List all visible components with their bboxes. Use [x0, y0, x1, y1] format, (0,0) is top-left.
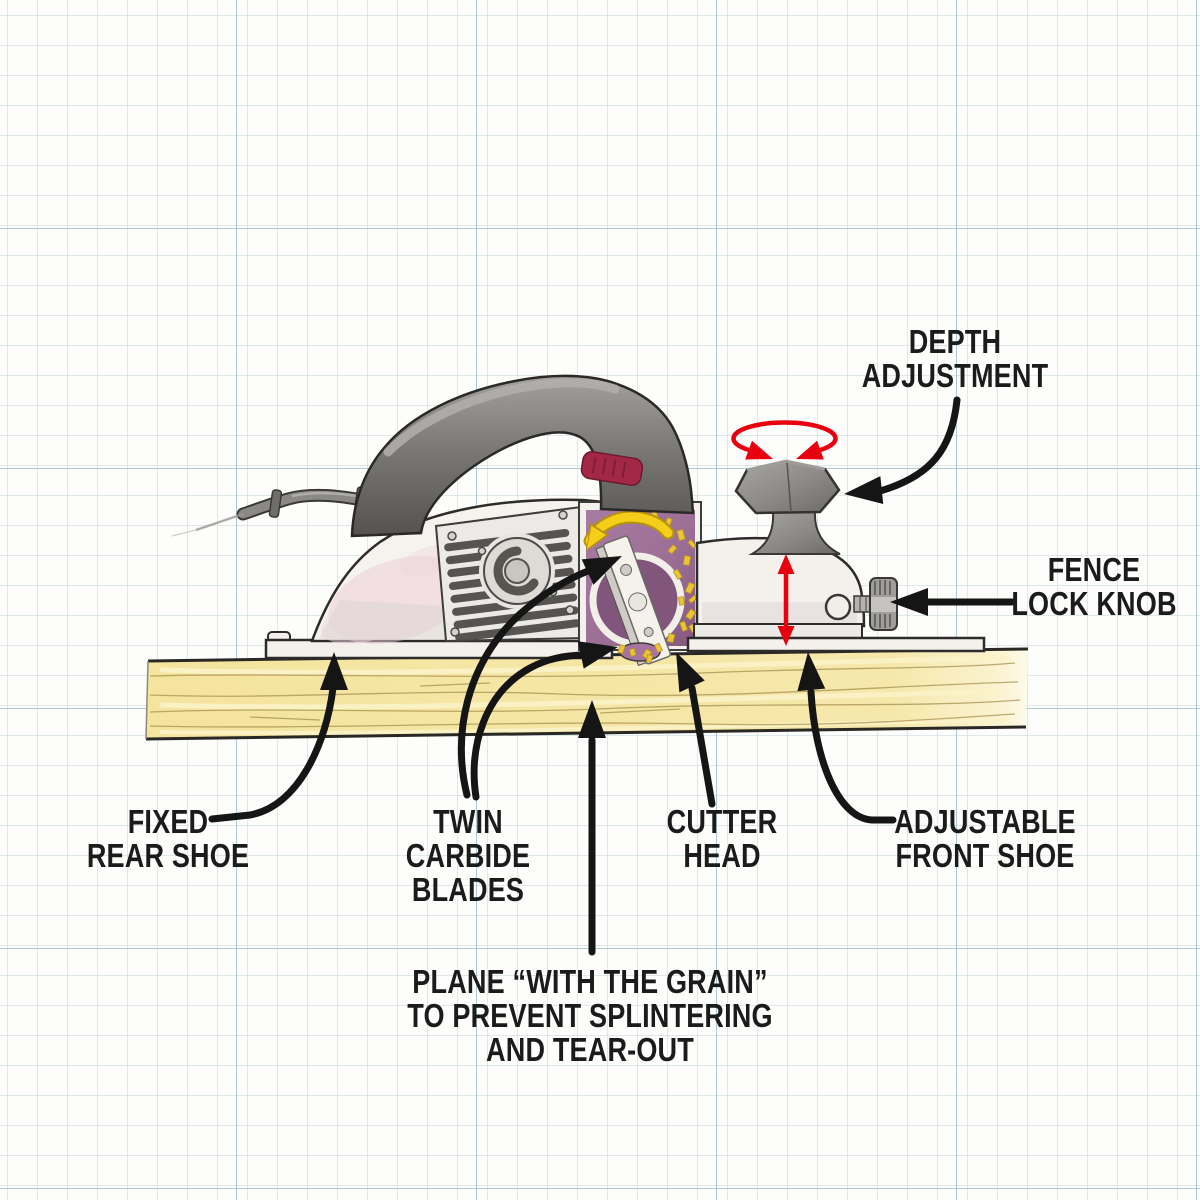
speed-dial: [483, 537, 551, 605]
fence-lock-knob-arrow: [890, 588, 1016, 616]
label-depth-adjustment: DEPTH ADJUSTMENT: [861, 323, 1049, 394]
power-switch[interactable]: [580, 450, 644, 486]
cutaway-section: [578, 500, 702, 667]
label-fixed-rear-shoe: FIXED REAR SHOE: [86, 803, 250, 874]
adjustable-front-shoe-arrow: [797, 652, 897, 824]
front-shoe-assembly: [686, 459, 986, 653]
twin-blades-arrow-upper: [457, 556, 622, 799]
front-shoe-hole: [824, 593, 852, 621]
twin-blades-arrow-lower: [470, 641, 618, 801]
fixed-rear-shoe-arrow: [208, 652, 348, 823]
depth-adjustment-knob[interactable]: [734, 459, 841, 555]
vent-panel: [434, 505, 587, 643]
depth-adjustment-arrow: [844, 396, 961, 504]
chip-pile: [619, 642, 661, 662]
cutter-head-arrow: [676, 652, 716, 808]
label-twin-carbide-blades: TWIN CARBIDE BLADES: [405, 803, 531, 908]
blade-rotation-arrow-icon: [583, 510, 675, 551]
front-sole-plate: [686, 636, 986, 653]
fence-lock-knob-part[interactable]: [853, 577, 898, 631]
callout-arrows: [208, 396, 1016, 956]
power-cord: [171, 486, 369, 537]
plane-with-grain-arrow: [578, 700, 606, 956]
label-plane-note: PLANE “WITH THE GRAIN” TO PREVENT SPLINT…: [407, 963, 773, 1068]
shoe-up-down-arrow-icon: [777, 554, 795, 646]
label-fence-lock-knob: FENCE LOCK KNOB: [1011, 551, 1177, 622]
blade-bar: [595, 535, 672, 667]
label-adjustable-front-shoe: ADJUSTABLE FRONT SHOE: [894, 803, 1076, 874]
handle[interactable]: [350, 374, 695, 538]
depth-knob-rotation-arrow-icon: [731, 420, 838, 460]
wood-grain-lines: [149, 662, 1021, 728]
label-cutter-head: CUTTER HEAD: [666, 803, 778, 874]
